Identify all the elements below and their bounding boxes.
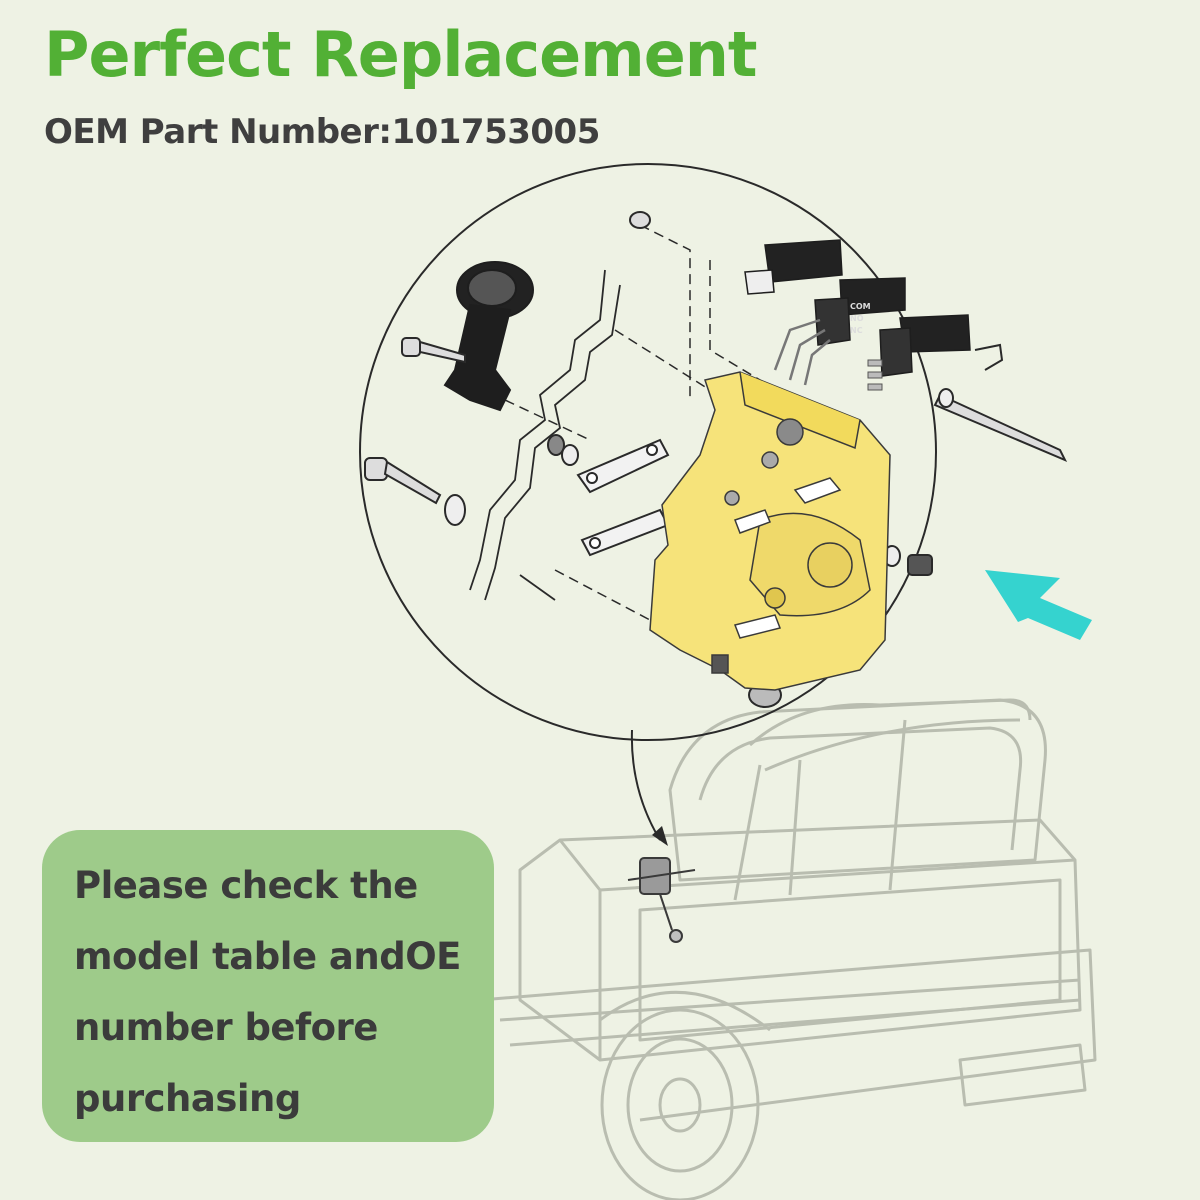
mounting-brackets (576, 438, 670, 557)
pointer-arrowhead (652, 826, 668, 846)
arrow-icon (985, 570, 1092, 640)
reversing-lever (443, 261, 534, 412)
note-line: Please check the (74, 864, 418, 907)
switch-label-nc: NC (850, 326, 863, 335)
note-line: purchasing (74, 1077, 301, 1120)
purchase-note-box: Please check the model table andOE numbe… (42, 830, 494, 1142)
golf-cart-drawing (479, 698, 1097, 1200)
installed-part-marker (627, 857, 696, 943)
switch-label-com: COM (850, 302, 871, 311)
oem-part-number: OEM Part Number:101753005 (44, 112, 600, 152)
switch-label-no: NO (850, 314, 864, 323)
assembly-guide-lines (504, 224, 761, 691)
switch-terminal-labels: COM NO NC (850, 302, 871, 335)
frame-panel-outline (469, 269, 621, 601)
note-line: model table andOE (74, 935, 461, 978)
micro-switches (744, 239, 1004, 391)
detail-pointer-line (630, 729, 661, 841)
headline: Perfect Replacement (44, 18, 758, 91)
forward-reverse-switch-housing (649, 371, 891, 691)
bolts-and-washers (364, 211, 1068, 708)
note-line: number before (74, 1006, 378, 1049)
detail-circle (359, 163, 937, 741)
